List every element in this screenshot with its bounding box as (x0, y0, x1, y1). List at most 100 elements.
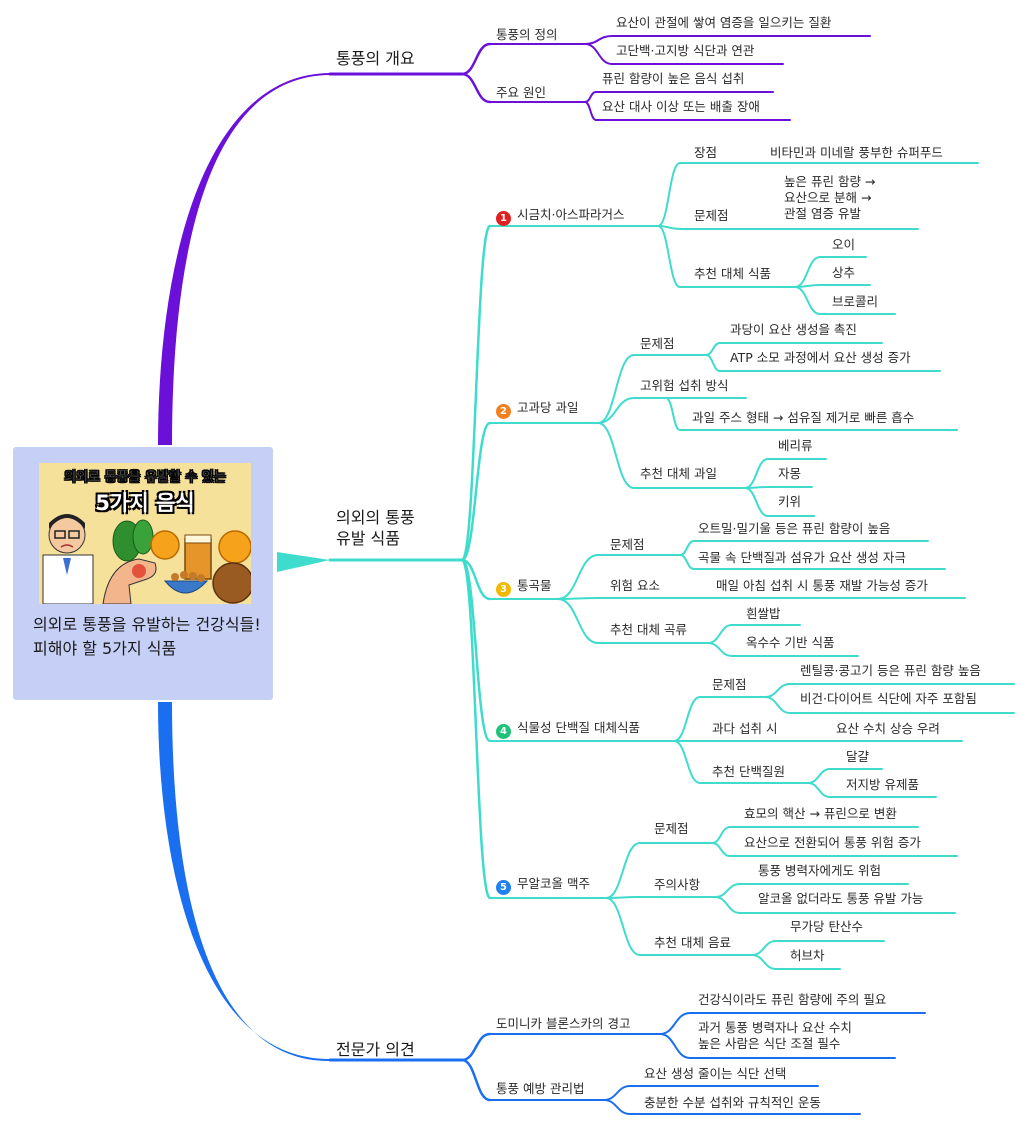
food-1-alternatives[interactable]: 추천 대체 식품 (694, 266, 771, 281)
link-curve (597, 397, 635, 424)
food-5-problem[interactable]: 문제점 (654, 821, 689, 836)
link-curve (659, 1012, 691, 1035)
food-2-problem-item[interactable]: ATP 소모 과정에서 요산 생성 증가 (730, 350, 911, 365)
expert-warning-item[interactable]: 건강식이라도 퓨린 함량에 주의 필요 (698, 992, 887, 1007)
link-curve (665, 397, 681, 431)
food-1-alt-item[interactable]: 오이 (832, 237, 856, 252)
overview-definition-item[interactable]: 고단백·고지방 식단과 연관 (616, 43, 755, 58)
root-node[interactable]: 의외로 통풍을 유발할 수 있는 5가지 음식 (13, 447, 273, 700)
expert-prevention-item[interactable]: 요산 생성 줄이는 식단 선택 (644, 1066, 787, 1081)
food-3-problem-item[interactable]: 오트밀·밀기울 등은 퓨린 함량이 높음 (698, 521, 891, 536)
expert-warning-item[interactable]: 과거 통풍 병력자나 요산 수치 높은 사람은 식단 조절 필수 (698, 1020, 852, 1051)
branch-overview (158, 73, 330, 445)
food-3-alternatives[interactable]: 추천 대체 곡류 (610, 622, 687, 637)
food-5-caution[interactable]: 주의사항 (654, 877, 701, 892)
link-curve (603, 1085, 631, 1101)
link-curve (711, 826, 731, 844)
link-curve (705, 354, 721, 372)
food-1-pros-text[interactable]: 비타민과 미네랄 풍부한 슈퍼푸드 (770, 145, 943, 160)
link-curve (794, 256, 821, 288)
food-2-risk-text[interactable]: 과일 주스 형태 → 섬유질 제거로 빠른 흡수 (692, 410, 915, 425)
branch-overview-label[interactable]: 통풍의 개요 (336, 49, 415, 68)
number-badge-icon: 2 (496, 404, 511, 419)
food-3-problem-item[interactable]: 곡물 속 단백질과 섬유가 요산 생성 자극 (698, 550, 906, 565)
root-title: 의외로 통풍을 유발하는 건강식들! 피해야 할 5가지 식품 (33, 615, 261, 658)
food-1-problem-text[interactable]: 높은 퓨린 함량 → 요산으로 분해 → 관절 염증 유발 (784, 174, 876, 221)
food-5-problem-item[interactable]: 요산으로 전환되어 통풍 위험 증가 (744, 835, 921, 850)
link-curve (557, 598, 599, 644)
link-curve (807, 782, 831, 798)
food-2-alt-item[interactable]: 베리류 (778, 438, 813, 453)
link-curve (657, 162, 681, 227)
food-2-risk[interactable]: 고위험 섭취 방식 (640, 378, 729, 393)
food-1-problem[interactable]: 문제점 (694, 208, 729, 223)
branch-foods-arrow (277, 552, 330, 572)
branch-expert (158, 702, 330, 1062)
link-curve (764, 696, 791, 714)
link-curve (707, 624, 733, 644)
food-3-alt-item[interactable]: 흰쌀밥 (746, 606, 781, 621)
food-1-alt-item[interactable]: 상추 (832, 265, 856, 280)
food-4-alt-item[interactable]: 달걀 (846, 749, 870, 764)
food-3-risk-text[interactable]: 매일 아침 섭취 시 통풍 재발 가능성 증가 (716, 578, 928, 593)
overview-definition-item[interactable]: 요산이 관절에 쌓여 염증을 일으키는 질환 (616, 15, 832, 30)
food-3-problem[interactable]: 문제점 (610, 537, 645, 552)
food-1-pros[interactable]: 장점 (694, 145, 718, 160)
link-curve (714, 896, 741, 914)
food-5-alt-item[interactable]: 허브차 (790, 948, 825, 963)
link-curve (557, 597, 599, 600)
expert-prevention-item[interactable]: 충분한 수분 섭취와 규칙적인 운동 (644, 1095, 821, 1110)
food-3-whole-grains[interactable]: 3 통곡물 (496, 578, 552, 597)
branch-expert-label[interactable]: 전문가 의견 (336, 1040, 415, 1059)
link-curve (460, 421, 492, 562)
food-4-alternatives[interactable]: 추천 단백질원 (712, 764, 785, 779)
food-2-alternatives[interactable]: 추천 대체 과일 (640, 466, 717, 481)
food-4-alt-item[interactable]: 저지방 유제품 (846, 777, 919, 792)
link-curve (460, 558, 492, 743)
link-curve (605, 897, 641, 956)
link-curve (584, 101, 597, 121)
expert-warning[interactable]: 도미니카 블론스카의 경고 (496, 1016, 631, 1031)
food-4-excess-text[interactable]: 요산 수치 상승 우려 (836, 721, 940, 736)
food-3-risk[interactable]: 위험 요소 (610, 578, 660, 593)
food-4-problem[interactable]: 문제점 (712, 677, 747, 692)
food-3-alt-item[interactable]: 옥수수 기반 식품 (746, 635, 835, 650)
food-4-problem-item[interactable]: 비건·다이어트 식단에 자주 포함됨 (800, 691, 977, 706)
thumbnail-title-line2: 5가지 음식 (95, 491, 195, 515)
number-badge-icon: 3 (496, 582, 511, 597)
food-4-problem-item[interactable]: 렌틸콩·콩고기 등은 퓨린 함량 높음 (800, 663, 981, 678)
food-5-caution-item[interactable]: 알코올 없더라도 통풍 유발 가능 (758, 891, 924, 906)
link-curve (751, 940, 777, 956)
food-5-problem-item[interactable]: 효모의 핵산 → 퓨린으로 변환 (744, 806, 897, 821)
food-2-problem-item[interactable]: 과당이 요산 생성을 촉진 (730, 322, 857, 337)
link-curve (584, 91, 597, 103)
link-curve (707, 642, 733, 657)
link-curve (679, 540, 695, 556)
overview-definition[interactable]: 통풍의 정의 (496, 27, 558, 42)
thumbnail-image: 의외로 통풍을 유발할 수 있는 5가지 음식 (39, 463, 251, 604)
food-2-problem[interactable]: 문제점 (640, 336, 675, 351)
food-5-caution-item[interactable]: 통풍 병력자에게도 위험 (758, 863, 881, 878)
link-curve (705, 342, 721, 356)
expert-prevention[interactable]: 통풍 예방 관리법 (496, 1081, 585, 1096)
link-curve (557, 554, 599, 600)
link-curve (603, 1099, 631, 1115)
link-curve (714, 883, 741, 898)
food-2-alt-item[interactable]: 키위 (778, 494, 802, 509)
overview-causes[interactable]: 주요 원인 (496, 85, 546, 100)
food-1-alt-item[interactable]: 브로콜리 (832, 294, 879, 309)
overview-causes-item[interactable]: 요산 대사 이상 또는 배출 장애 (602, 99, 760, 114)
food-4-excess[interactable]: 과다 섭취 시 (712, 721, 778, 736)
food-3-whole-grains-text: 통곡물 (517, 578, 552, 593)
food-5-alternatives[interactable]: 추천 대체 음료 (654, 935, 731, 950)
food-2-alt-item[interactable]: 자몽 (778, 466, 802, 481)
link-curve (605, 896, 641, 899)
overview-causes-item[interactable]: 퓨린 함량이 높은 음식 섭취 (602, 71, 745, 86)
food-1-spinach-asparagus-text: 시금치·아스파라거스 (517, 207, 625, 222)
food-5-alt-item[interactable]: 무가당 탄산수 (790, 919, 863, 934)
branch-foods-label[interactable]: 의외의 통풍 유발 식품 (336, 508, 415, 548)
